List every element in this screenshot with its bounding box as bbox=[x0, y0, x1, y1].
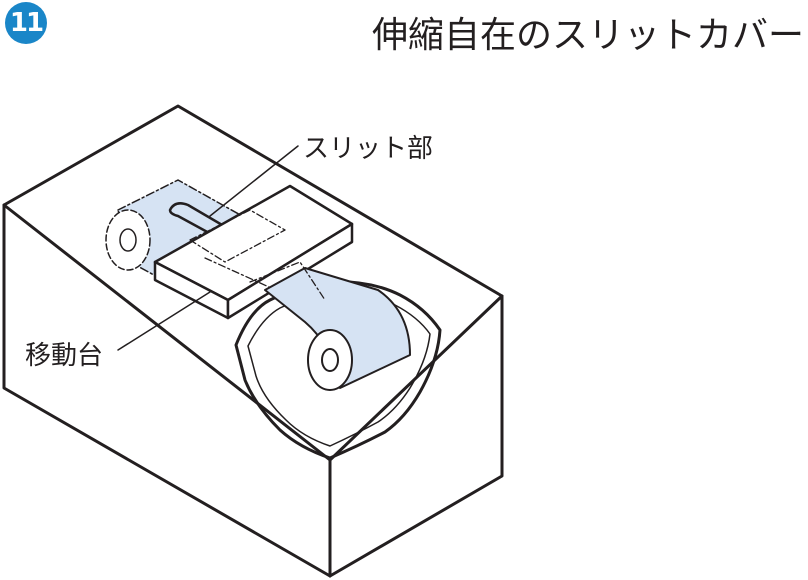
right-cover-dashed-edge bbox=[249, 261, 326, 301]
label-moving-stage: 移動台 bbox=[25, 341, 104, 371]
block-right-face bbox=[328, 294, 504, 578]
right-cover-roll bbox=[249, 261, 411, 391]
stage-side-face bbox=[226, 222, 354, 320]
leader-slit bbox=[209, 145, 299, 217]
right-roll-end bbox=[307, 329, 353, 391]
label-slit-part: スリット部 bbox=[303, 134, 434, 164]
left-roll-end bbox=[105, 209, 151, 271]
left-roll-core bbox=[119, 228, 137, 252]
badge-number: 11 bbox=[9, 8, 44, 38]
moving-stage bbox=[153, 184, 354, 320]
stage-hidden-cover bbox=[189, 209, 286, 263]
base-block bbox=[2, 104, 504, 578]
right-roll-core bbox=[321, 348, 339, 372]
stage-hidden-slit bbox=[204, 257, 281, 293]
diagram-title: 伸縮自在のスリットカバー bbox=[371, 15, 804, 56]
leader-stage bbox=[117, 291, 211, 351]
number-badge: 11 bbox=[5, 2, 47, 44]
block-left-face bbox=[2, 203, 332, 578]
